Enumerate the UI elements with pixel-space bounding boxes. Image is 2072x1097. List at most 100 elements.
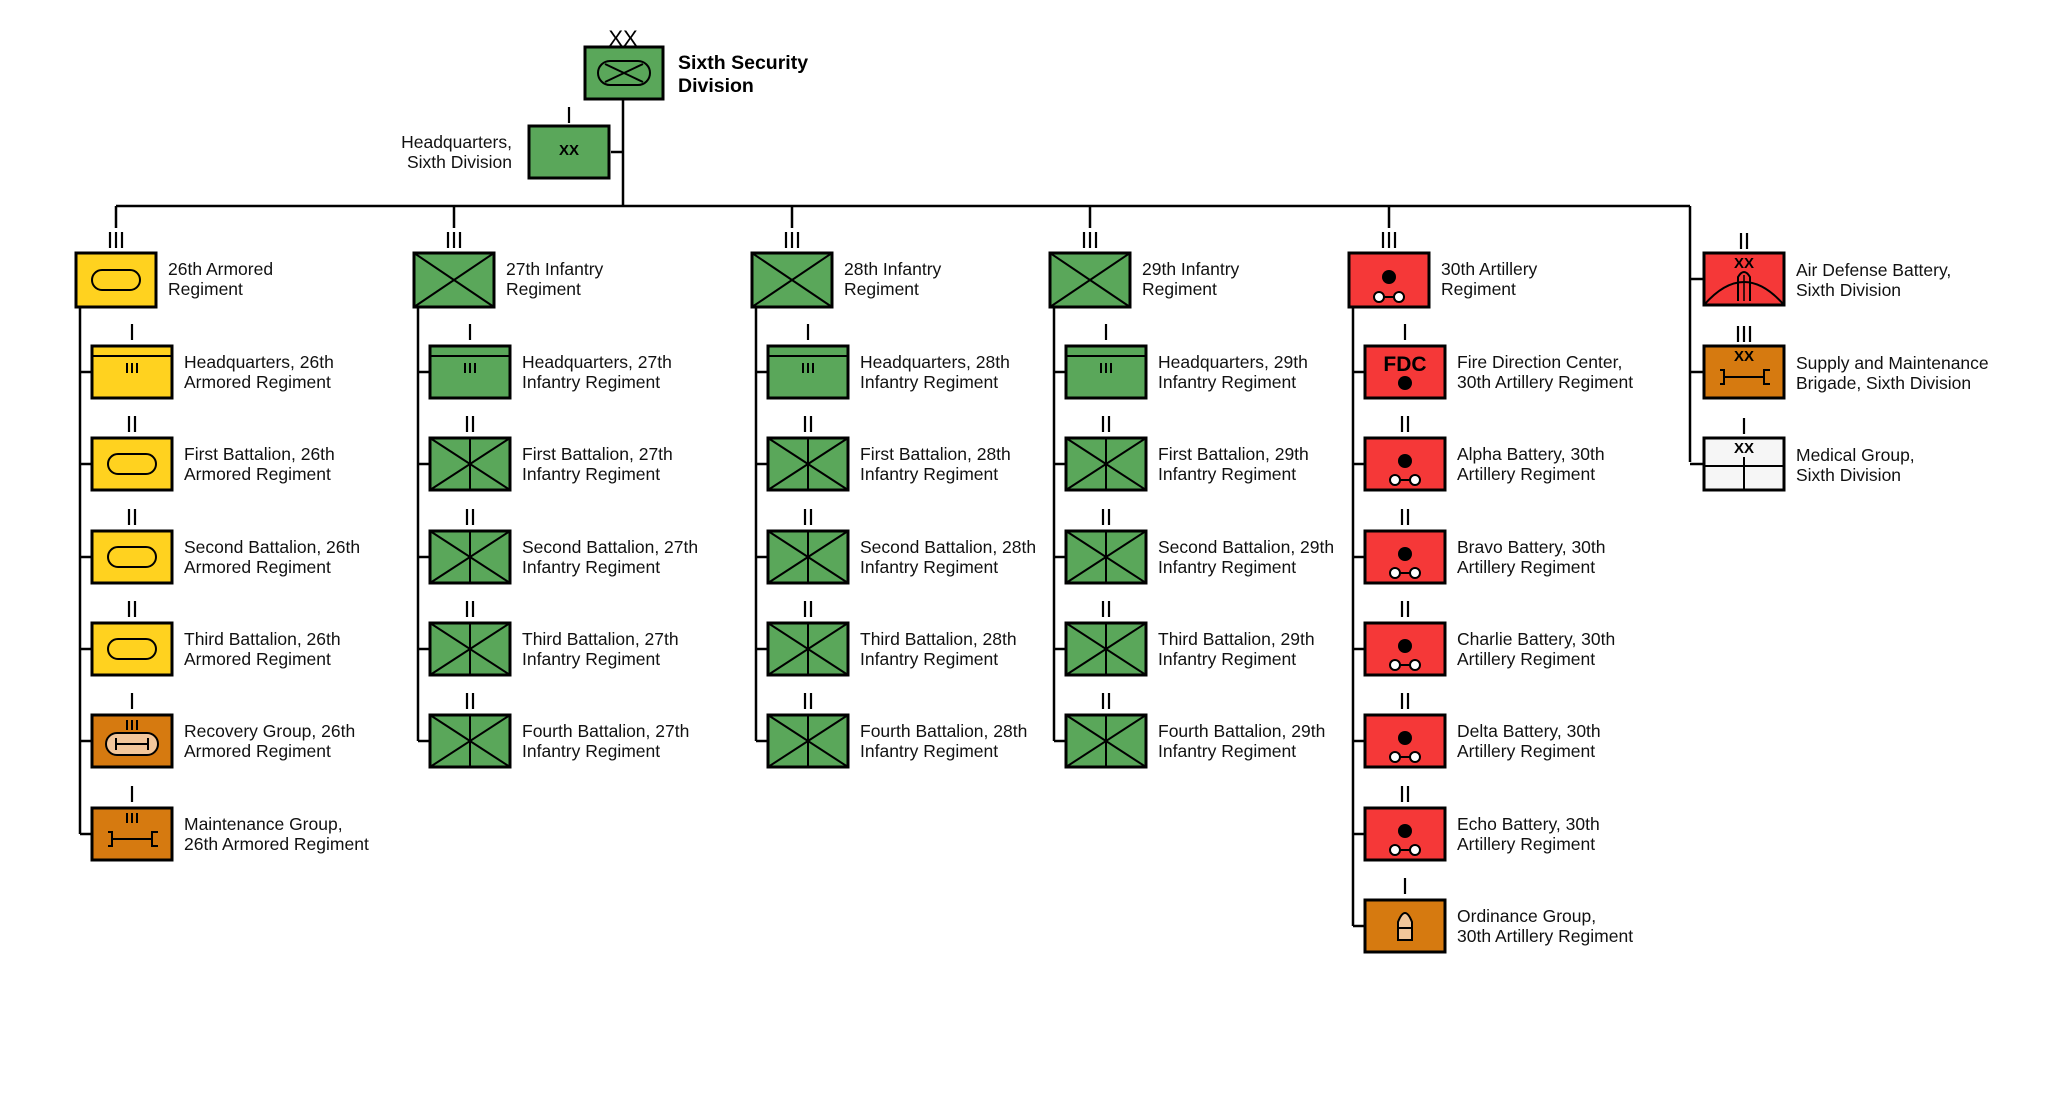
- unit-label-line1: Third Battalion, 28th: [860, 629, 1017, 649]
- ordnance-icon: [1397, 912, 1413, 941]
- echelon-mark: [803, 693, 813, 709]
- echelon-mark: [127, 416, 137, 432]
- hq-icon: [768, 355, 848, 373]
- unit-label-line2: Infantry Regiment: [522, 557, 660, 577]
- unit-label-line2: Artillery Regiment: [1457, 834, 1595, 854]
- unit-label-line1: Headquarters, 26th: [184, 352, 334, 372]
- infantry-bn-icon: [767, 437, 849, 491]
- echelon-mark: [1400, 509, 1410, 525]
- unit-label-line1: 29th Infantry: [1142, 259, 1240, 279]
- unit-26th-armored-5[interactable]: Maintenance Group,26th Armored Regiment: [90, 786, 369, 862]
- fdc-text: FDC: [1383, 353, 1426, 376]
- unit-label-line1: Charlie Battery, 30th: [1457, 629, 1615, 649]
- armor-icon: [107, 546, 157, 568]
- unit-label-line2: Regiment: [1142, 279, 1217, 299]
- unit-label-line1: Maintenance Group,: [184, 814, 343, 834]
- unit-label-line1: 27th Infantry: [506, 259, 604, 279]
- unit-label-line1: First Battalion, 28th: [860, 444, 1011, 464]
- infantry-icon: [751, 252, 833, 308]
- unit-label-line2: Sixth Division: [407, 152, 512, 172]
- unit-label-line2: Sixth Division: [1796, 280, 1901, 300]
- unit-label-line2: Infantry Regiment: [522, 649, 660, 669]
- unit-frame: [527, 124, 611, 180]
- infantry-bn-icon: [429, 714, 511, 768]
- echelon-mark: [127, 601, 137, 617]
- echelon-mark: [465, 509, 475, 525]
- echelon-mark: [1739, 233, 1749, 249]
- unit-label-line1: Medical Group,: [1796, 445, 1915, 465]
- unit-label-line2: Infantry Regiment: [522, 464, 660, 484]
- unit-frame: [90, 529, 174, 585]
- unit-label-line2: Regiment: [168, 279, 243, 299]
- echelon-mark: [1400, 601, 1410, 617]
- unit-label-line2: Infantry Regiment: [1158, 649, 1296, 669]
- unit-frame: [1363, 713, 1447, 769]
- infantry-bn-icon: [1065, 437, 1147, 491]
- unit-label-line2: Infantry Regiment: [522, 372, 660, 392]
- artillery-icon: [1389, 824, 1421, 856]
- echelon-mark: [784, 232, 800, 248]
- infantry-bn-icon: [1065, 714, 1147, 768]
- hq-armor-icon: [92, 355, 172, 373]
- infantry-icon: [1049, 252, 1131, 308]
- unit-label-line1: Fourth Battalion, 28th: [860, 721, 1027, 741]
- unit-label-line1: First Battalion, 29th: [1158, 444, 1309, 464]
- echelon-mark: [803, 416, 813, 432]
- echelon-mark: [1101, 416, 1111, 432]
- connector-lines: [78, 99, 1704, 928]
- armor-icon: [107, 453, 157, 475]
- unit-frame: [74, 251, 158, 309]
- echelon-mark: [1400, 416, 1410, 432]
- maintenance-icon: XX: [1720, 348, 1770, 385]
- unit-label-line2: Regiment: [1441, 279, 1516, 299]
- hq-icon: [430, 355, 510, 373]
- artillery-icon: [1389, 639, 1421, 671]
- unit-label-line1: Headquarters, 27th: [522, 352, 672, 372]
- artillery-icon: [1389, 454, 1421, 486]
- infantry-icon: [413, 252, 495, 308]
- unit-label-line1: 28th Infantry: [844, 259, 942, 279]
- unit-30th-artillery-6[interactable]: Ordinance Group,30th Artillery Regiment: [1363, 878, 1633, 954]
- echelon-mark: [803, 509, 813, 525]
- echelon-mark: [446, 232, 462, 248]
- artillery-icon: [1389, 731, 1421, 763]
- infantry-bn-icon: [767, 622, 849, 676]
